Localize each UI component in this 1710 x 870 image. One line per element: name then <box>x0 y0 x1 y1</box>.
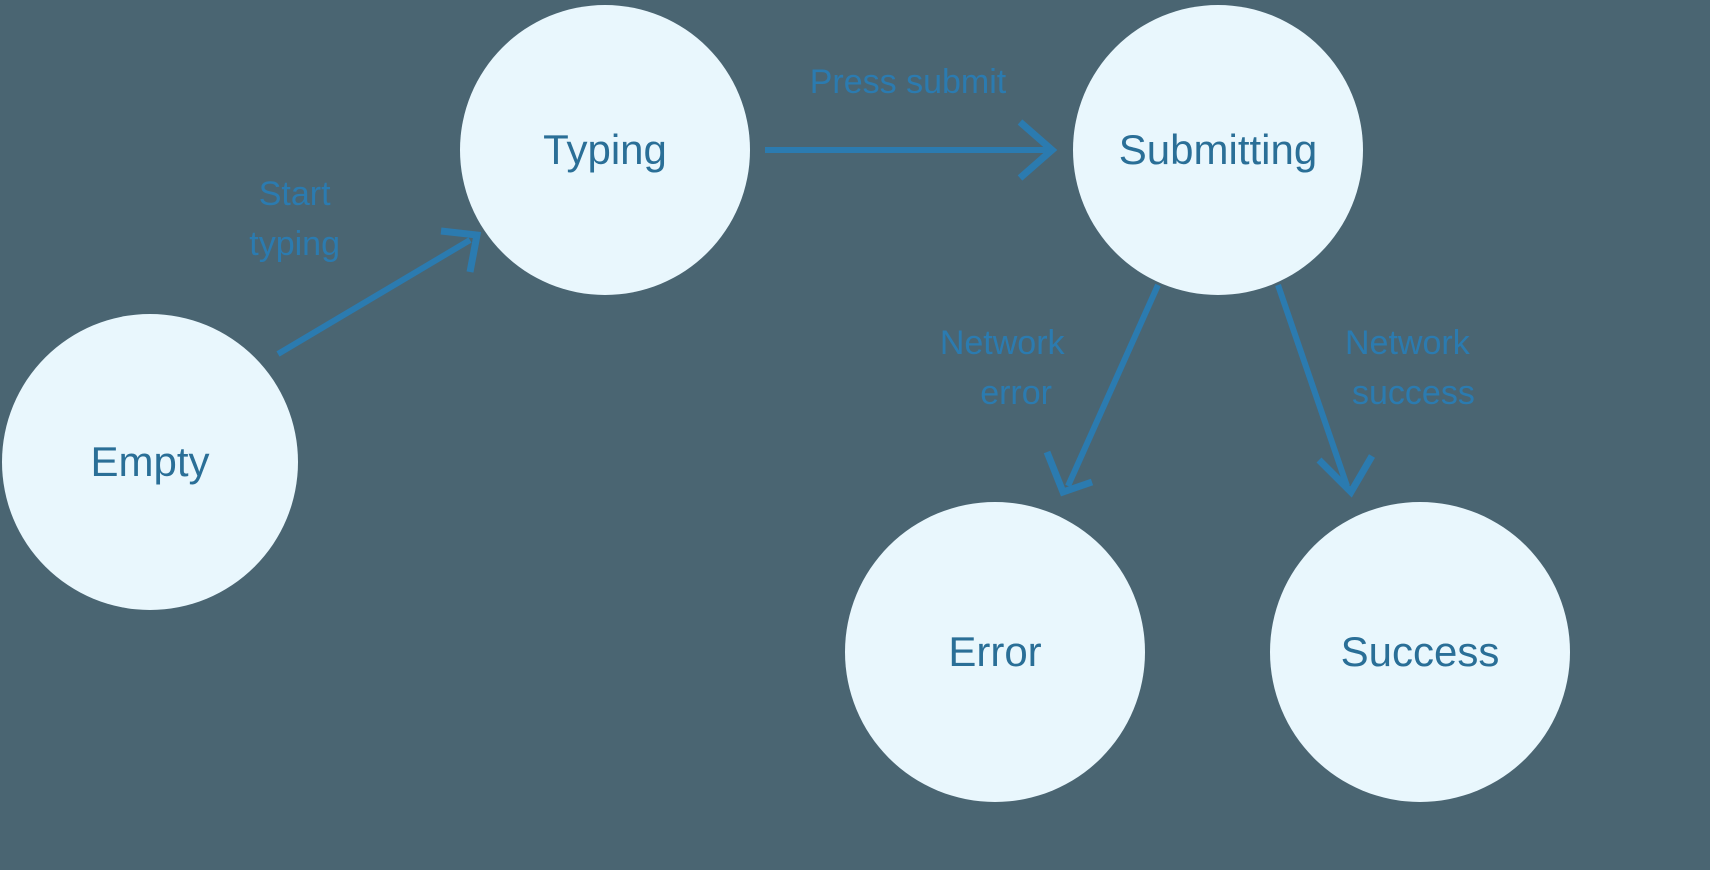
state-node-typing-label: Typing <box>543 126 667 173</box>
state-node-empty[interactable]: Empty <box>2 314 298 610</box>
state-node-submitting[interactable]: Submitting <box>1073 5 1363 295</box>
edge-typing-to-submitting-arrowhead <box>1017 119 1058 181</box>
state-node-error-circle[interactable] <box>845 502 1145 802</box>
state-node-typing[interactable]: Typing <box>460 5 750 295</box>
edge-label-start-typing-line-1: Start <box>259 175 331 213</box>
edge-label-press-submit: Press submit <box>810 63 1007 101</box>
edge-label-network-success-line-2: success <box>1352 374 1475 412</box>
edge-label-network-error-line-2: error <box>980 374 1052 412</box>
state-node-success[interactable]: Success <box>1270 502 1570 802</box>
state-node-error-label: Error <box>948 628 1041 675</box>
state-node-empty-circle[interactable] <box>2 314 298 610</box>
edge-submitting-to-error-line <box>1065 283 1161 488</box>
edge-label-start-typing: Start typing <box>249 175 340 263</box>
edge-empty-to-typing <box>276 227 482 357</box>
state-node-submitting-circle[interactable] <box>1073 5 1363 295</box>
edge-submitting-to-error <box>1043 283 1161 497</box>
state-node-success-circle[interactable] <box>1270 502 1570 802</box>
edge-label-press-submit-line-1: Press submit <box>810 63 1007 101</box>
edge-submitting-to-success <box>1275 284 1376 498</box>
edge-label-start-typing-line-2: typing <box>249 225 340 263</box>
edge-label-network-success-line-1: Network <box>1345 324 1471 362</box>
edge-submitting-to-success-arrowhead <box>1316 454 1376 498</box>
edge-submitting-to-success-line <box>1275 284 1350 487</box>
state-node-typing-circle[interactable] <box>460 5 750 295</box>
state-node-error[interactable]: Error <box>845 502 1145 802</box>
edge-label-network-error: Network error <box>940 324 1074 412</box>
state-node-success-label: Success <box>1341 628 1500 675</box>
edge-submitting-to-error-arrowhead <box>1043 450 1094 497</box>
state-node-empty-label: Empty <box>90 438 209 485</box>
edge-label-network-success: Network success <box>1345 324 1479 412</box>
state-node-submitting-label: Submitting <box>1119 126 1317 173</box>
edge-empty-to-typing-line <box>276 237 472 357</box>
edge-empty-to-typing-arrowhead <box>440 227 482 273</box>
edge-label-network-error-line-1: Network <box>940 324 1066 362</box>
edge-typing-to-submitting <box>765 119 1058 181</box>
